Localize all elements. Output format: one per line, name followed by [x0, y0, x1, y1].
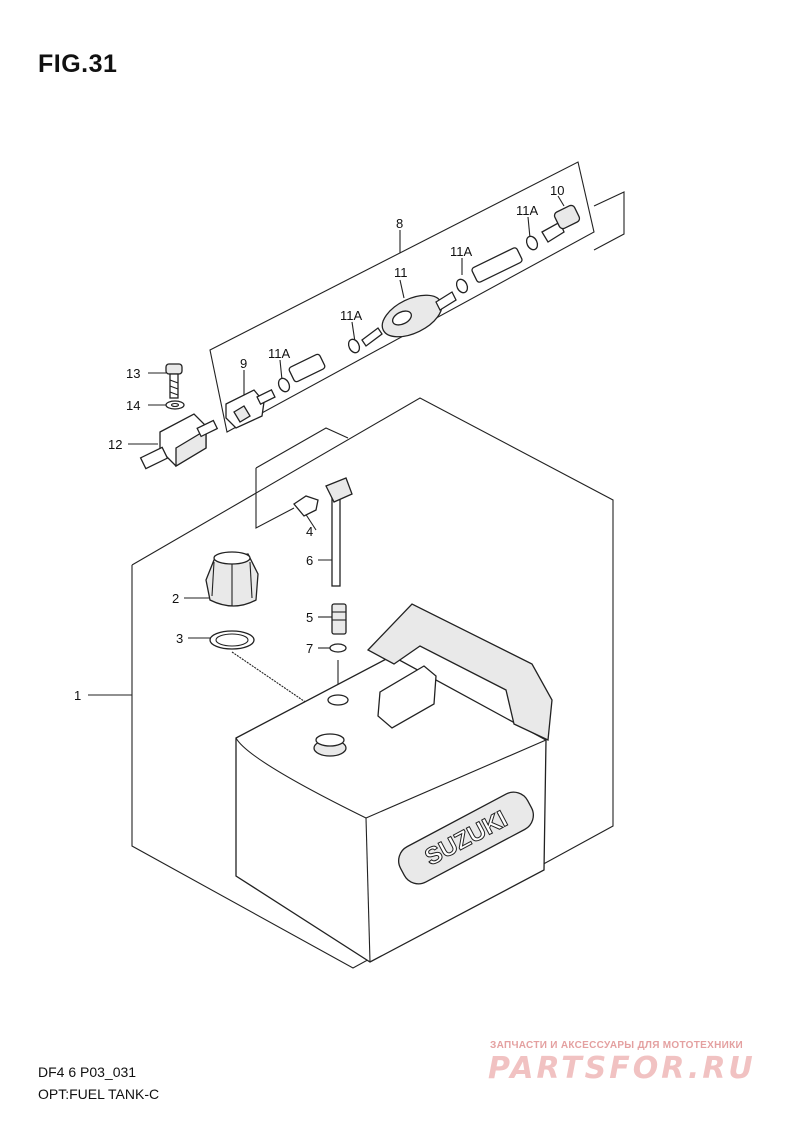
watermark-logo: PARTSFOR.RU	[488, 1051, 756, 1086]
hose-assembly-frame	[209, 161, 625, 433]
filter-part-5	[331, 603, 347, 635]
callout-1: 1	[74, 688, 81, 703]
figure-title: FIG.31	[38, 50, 118, 78]
connector-part-9	[225, 389, 276, 429]
callout-13: 13	[126, 366, 140, 381]
connector-part-12	[139, 413, 219, 470]
callout-labels: 1 2 3 4 5 6 7 8 9 10 11 11A 11A 11A 11A …	[74, 183, 564, 703]
screw-part-13	[165, 363, 183, 399]
figure-name: OPT:FUEL TANK-C	[38, 1086, 160, 1102]
tank-assembly-frame	[131, 397, 614, 969]
primer-hose-line	[277, 204, 581, 393]
callout-2: 2	[172, 591, 179, 606]
callout-6: 6	[306, 553, 313, 568]
callout-3: 3	[176, 631, 183, 646]
callout-11a-4: 11A	[268, 346, 290, 361]
callout-9: 9	[240, 356, 247, 371]
callout-14: 14	[126, 398, 140, 413]
gasket-part-3	[209, 630, 255, 650]
washer-part-14	[165, 400, 185, 410]
callout-8: 8	[396, 216, 403, 231]
callout-7: 7	[306, 641, 313, 656]
callout-10: 10	[550, 183, 564, 198]
watermark-caption: ЗАПЧАСТИ И АКСЕССУАРЫ ДЛЯ МОТОТЕХНИКИ	[490, 1040, 743, 1051]
callout-11a-3: 11A	[340, 308, 362, 323]
tank-cap-part-2	[205, 551, 259, 607]
model-code: DF4 6 P03_031	[38, 1064, 137, 1080]
oring-part-7	[329, 643, 347, 653]
fitting-part-4	[293, 495, 319, 517]
pickup-tube-part-6	[325, 477, 353, 587]
callout-12: 12	[108, 437, 122, 452]
callout-4: 4	[306, 524, 313, 539]
callout-5: 5	[306, 610, 313, 625]
fuel-tank-part-1: SUZUKI	[235, 603, 553, 963]
callout-11: 11	[394, 265, 408, 280]
callout-11a-1: 11A	[516, 203, 538, 218]
callout-11a-2: 11A	[450, 244, 472, 259]
